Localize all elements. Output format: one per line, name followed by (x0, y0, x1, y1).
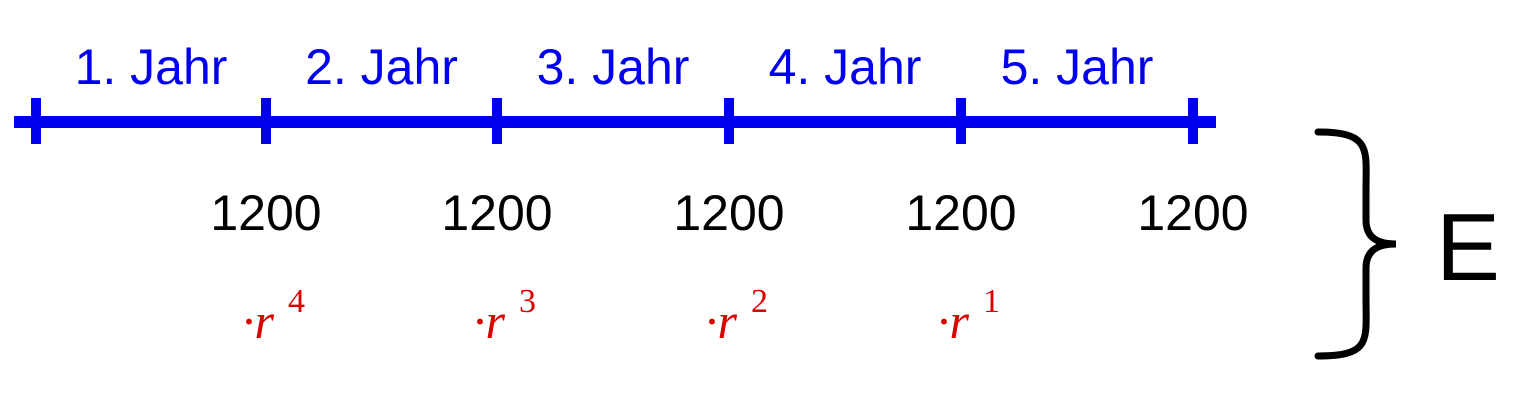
interest-factor-exponent: 1 (983, 283, 1000, 320)
interest-factor-exponent: 4 (288, 283, 305, 320)
payment-amount: 1200 (673, 185, 784, 241)
payment-amount: 1200 (441, 185, 552, 241)
year-label: 3. Jahr (537, 39, 690, 95)
year-label: 5. Jahr (1001, 39, 1154, 95)
interest-factor-exponent: 2 (751, 283, 768, 320)
right-curly-brace-icon (1314, 128, 1397, 360)
timeline (14, 98, 1216, 144)
interest-factor: ·r (242, 293, 275, 349)
interest-factor: ·r (937, 293, 970, 349)
result-label: E (1436, 194, 1500, 301)
interest-factor: ·r (705, 293, 738, 349)
year-label: 4. Jahr (769, 39, 922, 95)
interest-factor: ·r (473, 293, 506, 349)
payment-amount: 1200 (905, 185, 1016, 241)
year-label: 1. Jahr (75, 39, 228, 95)
year-labels: 1. Jahr 2. Jahr 3. Jahr 4. Jahr 5. Jahr (75, 39, 1154, 95)
payment-amounts: 1200 1200 1200 1200 1200 (210, 185, 1248, 241)
interest-factor-exponent: 3 (519, 283, 536, 320)
year-label: 2. Jahr (305, 39, 458, 95)
interest-factors: ·r 4 ·r 3 ·r 2 ·r 1 (242, 283, 1000, 349)
payment-amount: 1200 (1137, 185, 1248, 241)
payment-amount: 1200 (210, 185, 321, 241)
